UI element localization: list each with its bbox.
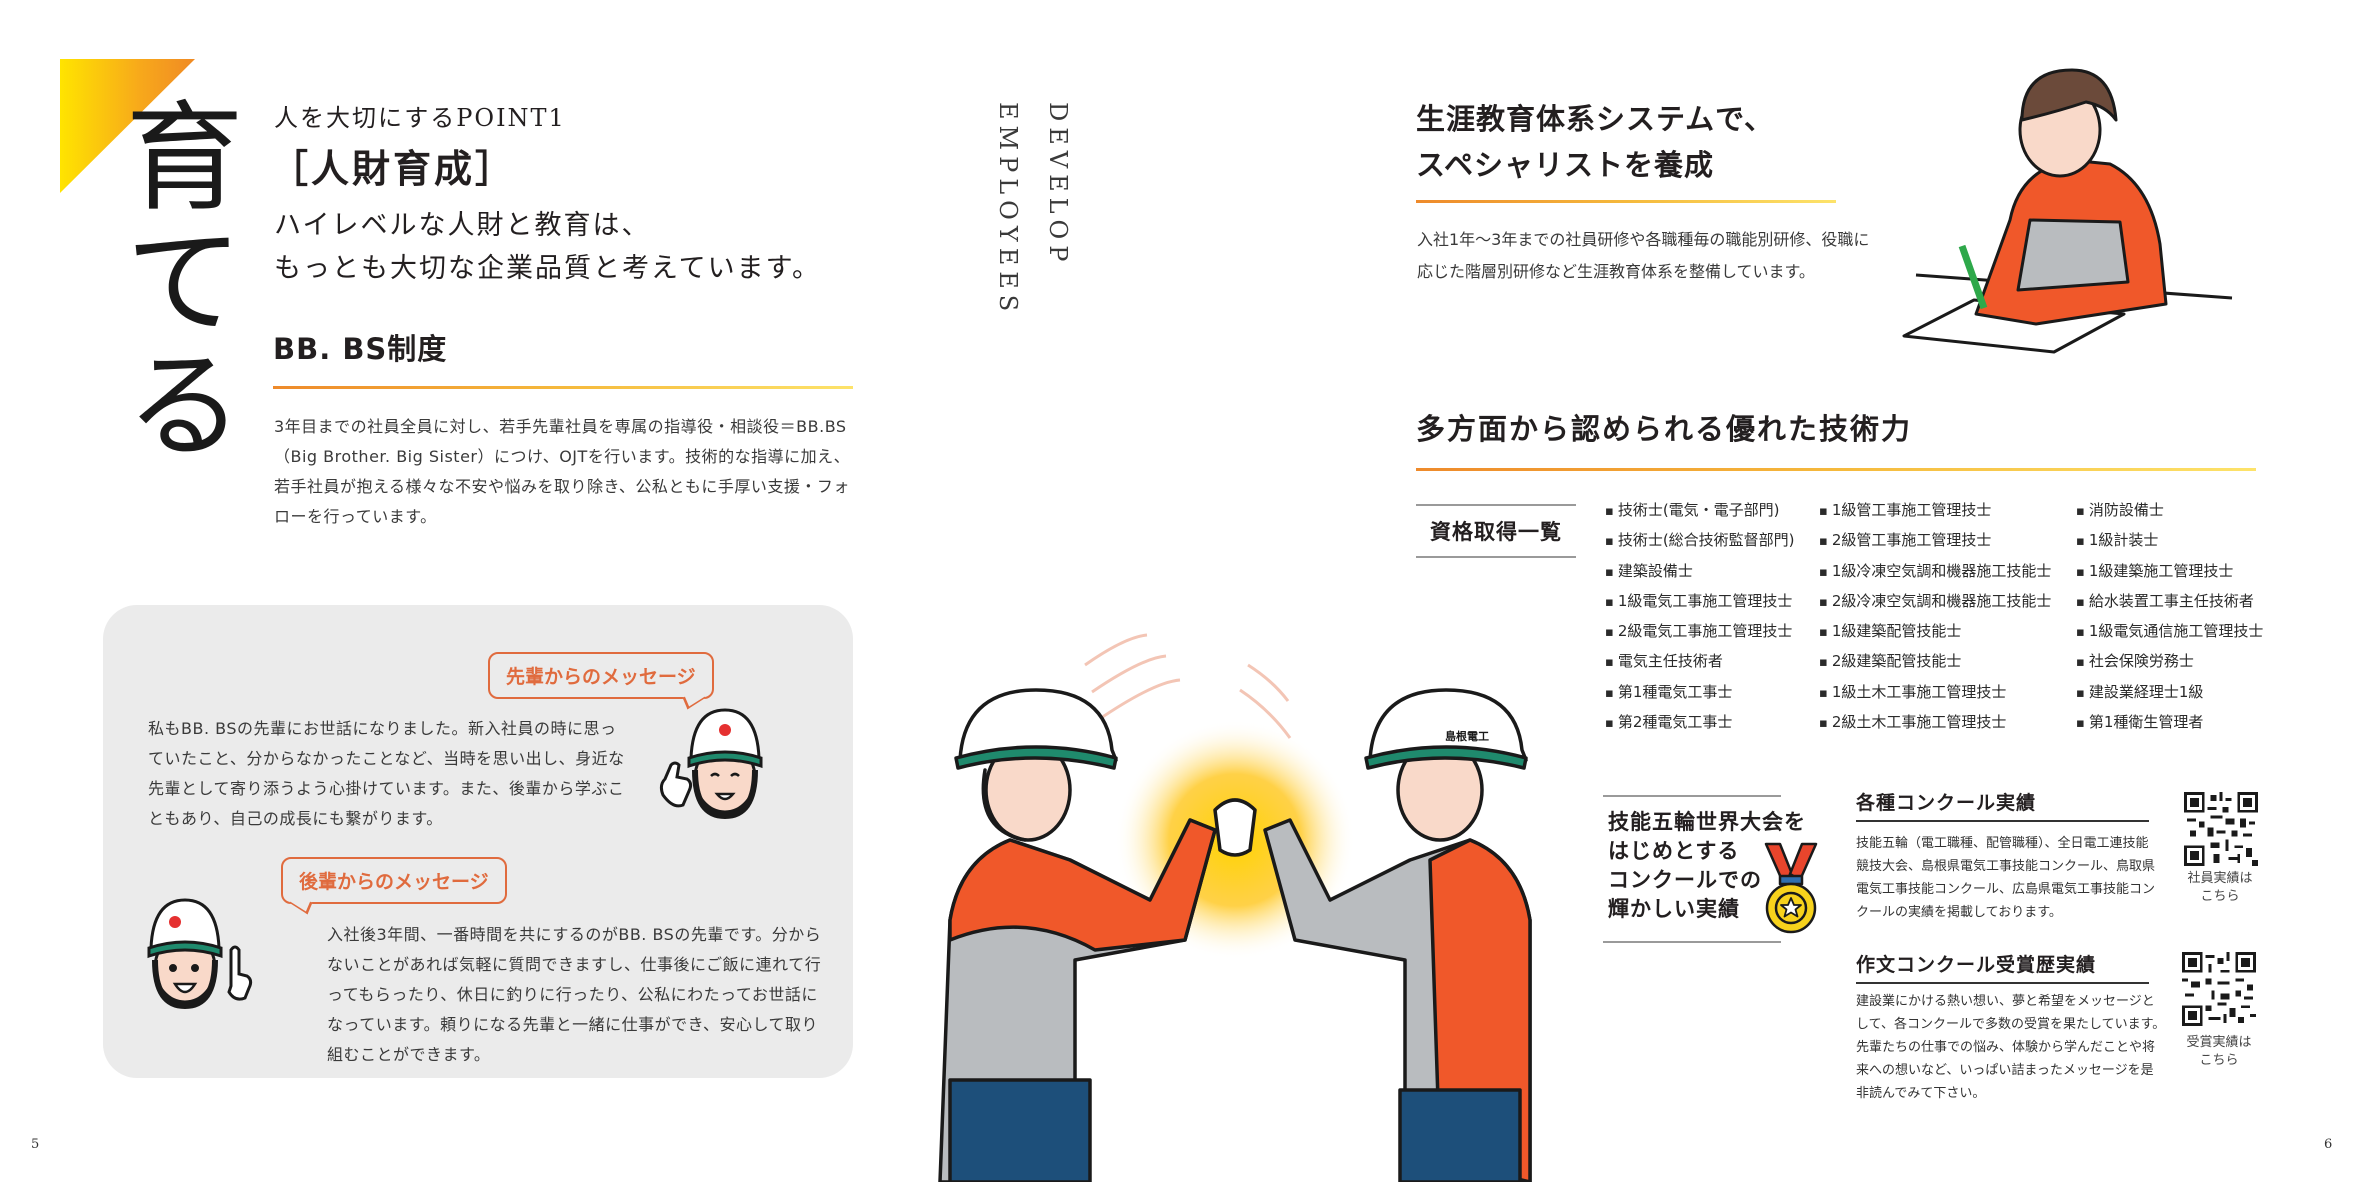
skills-heading: 多方面から認められる優れた技術力 xyxy=(1416,412,1913,446)
qualification-item: 建設業経理士1級 xyxy=(2076,678,2276,708)
divider xyxy=(1416,200,1836,203)
qualification-item: 社会保険労務士 xyxy=(2076,647,2276,677)
senior-message-text: 私もBB. BSの先輩にお世話になりました。新入社員の時に思っていたこと、分から… xyxy=(148,719,625,828)
lead-line-2: もっとも大切な企業品質と考えています。 xyxy=(274,253,821,284)
senior-worker-face-icon xyxy=(659,708,763,820)
qr-code-icon[interactable] xyxy=(2182,952,2256,1026)
qr-caption-employee-results: 社員実績は こちら xyxy=(2180,870,2260,906)
handshake-illustration: 島根電工 xyxy=(938,633,1532,1182)
qr-caption-line: こちら xyxy=(2199,1053,2239,1068)
qualification-item: 1級建築配管技能士 xyxy=(1819,617,2076,647)
qualification-item: 2級土木工事施工管理技士 xyxy=(1819,708,2076,738)
concours-results-heading: 各種コンクール実績 xyxy=(1856,792,2037,814)
qualification-item: 1級管工事施工管理技士 xyxy=(1819,496,2076,526)
qualification-item: 第2種電気工事士 xyxy=(1605,708,1819,738)
medal-icon xyxy=(1764,842,1818,934)
education-heading-line-1: 生涯教育体系システムで、 xyxy=(1416,102,1774,136)
qualifications-label: 資格取得一覧 xyxy=(1416,504,1576,558)
qualification-item: 技術士(総合技術監督部門) xyxy=(1605,526,1819,556)
junior-worker-face-icon xyxy=(147,898,253,1010)
qualification-item: 消防設備士 xyxy=(2076,496,2276,526)
divider xyxy=(1856,820,2149,822)
qr-caption-award-results: 受賞実績は こちら xyxy=(2179,1034,2259,1070)
qualification-item: 2級電気工事施工管理技士 xyxy=(1605,617,1819,647)
lead-text: ハイレベルな人財と教育は、 もっとも大切な企業品質と考えています。 xyxy=(274,204,821,290)
qualification-item: 1級建築施工管理技士 xyxy=(2076,557,2276,587)
callout-line: はじめとする xyxy=(1608,839,1740,863)
lead-line-1: ハイレベルな人財と教育は、 xyxy=(274,210,651,241)
page-big-title: 育てる xyxy=(105,95,243,467)
education-heading-line-2: スペシャリストを養成 xyxy=(1416,148,1714,182)
qualification-item: 1級電気工事施工管理技士 xyxy=(1605,587,1819,617)
qualification-item: 給水装置工事主任技術者 xyxy=(2076,587,2276,617)
qr-caption-line: こちら xyxy=(2200,889,2240,904)
qr-caption-line: 受賞実績は xyxy=(2186,1035,2252,1050)
qualification-item: 1級計装士 xyxy=(2076,526,2276,556)
junior-message-bubble: 後輩からのメッセージ xyxy=(281,857,507,904)
callout-line: 輝かしい実績 xyxy=(1608,897,1740,921)
bb-bs-heading: BB. BS制度 xyxy=(273,332,448,366)
qualification-item: 第1種衛生管理者 xyxy=(2076,708,2276,738)
qualification-item: 1級冷凍空気調和機器施工技能士 xyxy=(1819,557,2076,587)
education-body: 入社1年～3年までの社員研修や各職種毎の職能別研修、役職に応じた階層別研修など生… xyxy=(1417,230,1870,281)
message-panel xyxy=(103,605,853,1078)
qualification-item: 2級管工事施工管理技士 xyxy=(1819,526,2076,556)
helmet-logo-text: 島根電工 xyxy=(1445,729,1489,743)
qr-code-icon[interactable] xyxy=(2184,792,2258,866)
qualification-item: 電気主任技術者 xyxy=(1605,647,1819,677)
qualification-item: 2級冷凍空気調和機器施工技能士 xyxy=(1819,587,2076,617)
section-title: ［人財育成］ xyxy=(270,147,517,191)
vertical-title-line-1: DEVELOP xyxy=(1044,102,1072,268)
qualification-item: 技術士(電気・電子部門) xyxy=(1605,496,1819,526)
essay-results-heading: 作文コンクール受賞歴実績 xyxy=(1856,954,2097,976)
senior-message-bubble: 先輩からのメッセージ xyxy=(488,652,714,699)
callout-line: 技能五輪世界大会を xyxy=(1608,810,1806,834)
divider xyxy=(1856,982,2149,984)
divider xyxy=(273,386,853,389)
essay-results-body: 建設業にかける熱い想い、夢と希望をメッセージとして、各コンクールで多数の受賞を果… xyxy=(1856,994,2166,1101)
callout-line: コンクールでの xyxy=(1608,868,1762,892)
education-heading: 生涯教育体系システムで、 スペシャリストを養成 xyxy=(1416,96,1774,188)
awards-callout-text: 技能五輪世界大会を はじめとする コンクールでの 輝かしい実績 xyxy=(1608,808,1806,924)
qualification-item: 建築設備士 xyxy=(1605,557,1819,587)
page-number-left: 5 xyxy=(31,1137,40,1152)
bb-bs-body: 3年目までの社員全員に対し、若手先輩社員を専属の指導役・相談役＝BB.BS（Bi… xyxy=(274,417,851,526)
point-label: 人を大切にするPOINT1 xyxy=(274,104,566,132)
vertical-title-line-2: EMPLOYEES xyxy=(994,102,1022,318)
qualifications-list: 技術士(電気・電子部門) 1級管工事施工管理技士 消防設備士 技術士(総合技術監… xyxy=(1605,496,2276,738)
junior-message-text: 入社後3年間、一番時間を共にするのがBB. BSの先輩です。分からないことがあれ… xyxy=(327,925,822,1064)
page-number-right: 6 xyxy=(2324,1137,2333,1152)
qualification-item: 2級建築配管技能士 xyxy=(1819,647,2076,677)
writing-worker-illustration xyxy=(1902,68,2233,354)
qualification-item: 1級電気通信施工管理技士 xyxy=(2076,617,2276,647)
qr-caption-line: 社員実績は xyxy=(2187,871,2253,886)
vertical-english-title: DEVELOP EMPLOYEES xyxy=(985,102,1081,317)
divider xyxy=(1416,468,2256,471)
awards-callout-box xyxy=(1603,795,1781,943)
qualification-item: 第1種電気工事士 xyxy=(1605,678,1819,708)
qualification-item: 1級土木工事施工管理技士 xyxy=(1819,678,2076,708)
concours-results-body: 技能五輪（電工職種、配管職種）、全日電工連技能競技大会、島根県電気工事技能コンク… xyxy=(1856,836,2156,920)
